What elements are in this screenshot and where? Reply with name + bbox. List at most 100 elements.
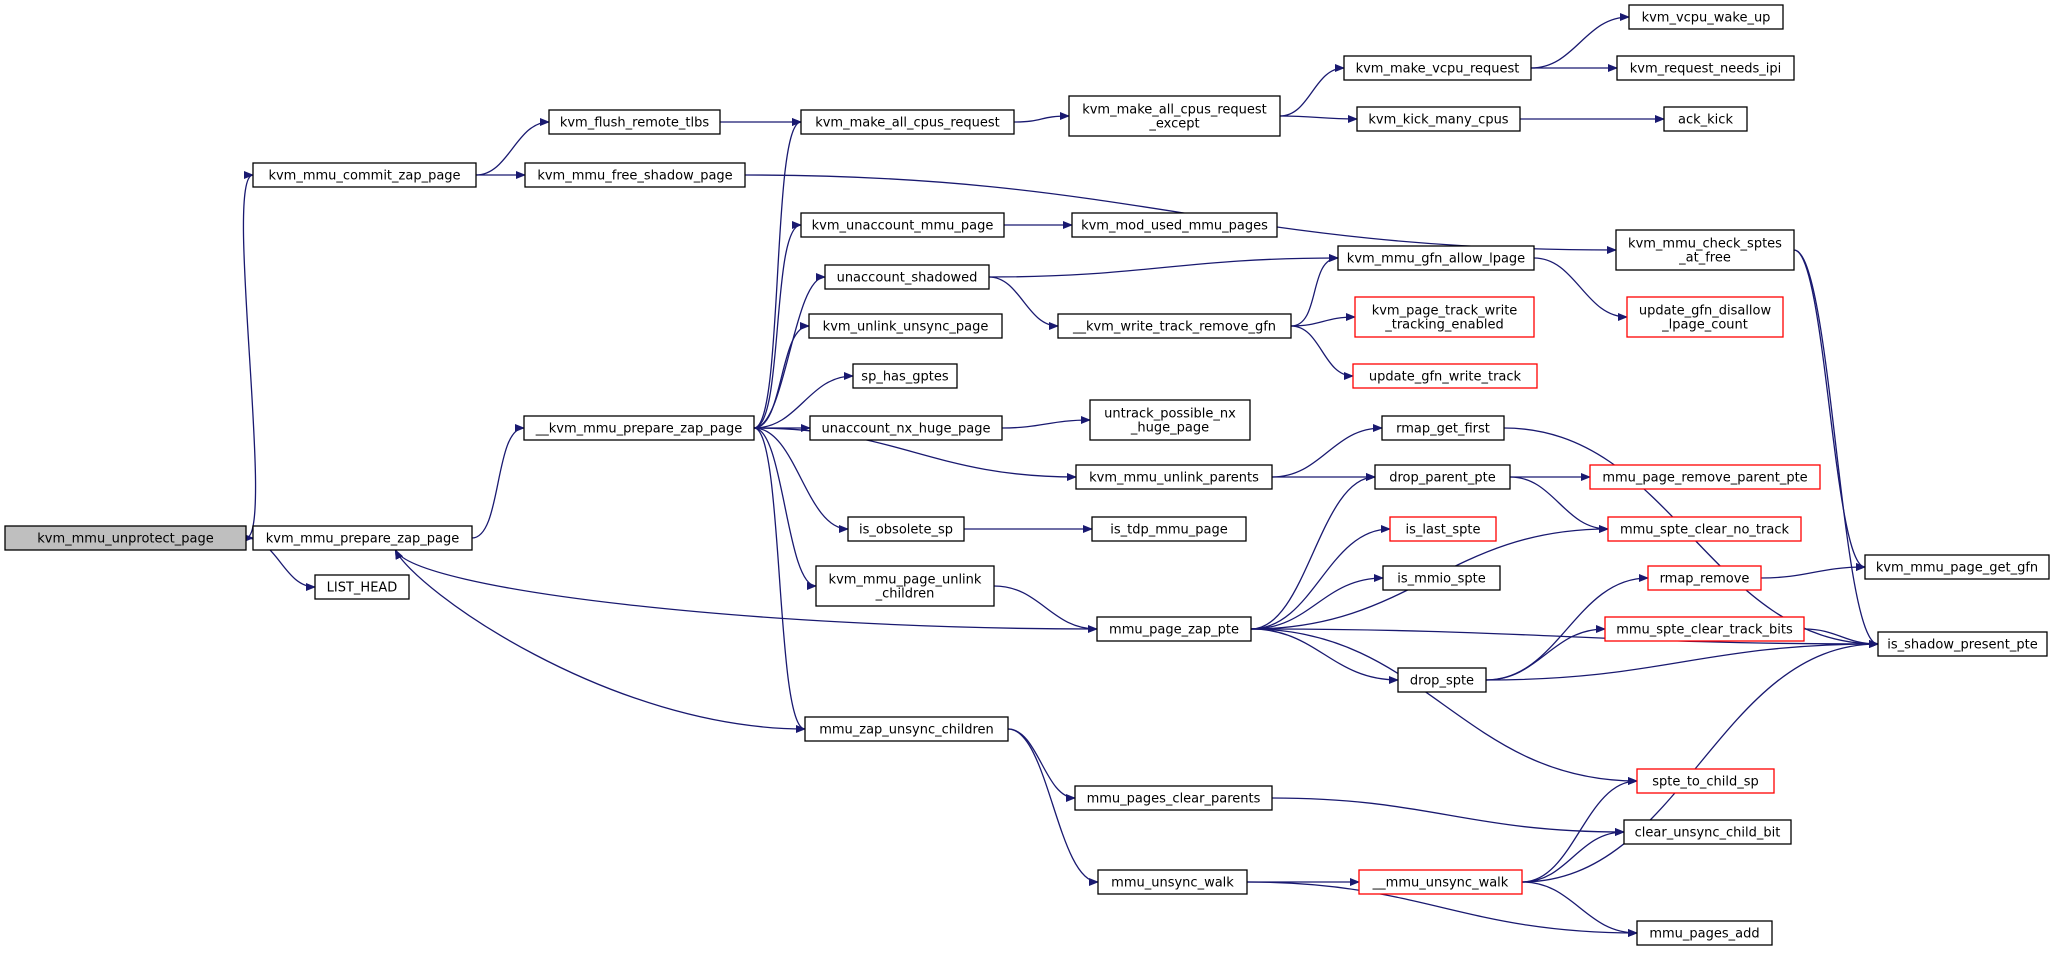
edge-mmu_zap_unsync-to-pages_clear_parents <box>1007 728 1076 802</box>
node-check-sptes[interactable]: kvm_mmu_check_sptes_at_free <box>1615 229 1795 271</box>
edge-arrow <box>1250 473 1376 630</box>
node-commit-zap[interactable]: kvm_mmu_commit_zap_page <box>252 162 477 188</box>
node-spte-to-child[interactable]: spte_to_child_sp <box>1636 768 1775 794</box>
node-zap-pte[interactable]: mmu_page_zap_pte <box>1096 616 1252 642</box>
edge-write_track_remove-to-allow_lpage <box>1290 254 1339 327</box>
node-make-vcpu-req[interactable]: kvm_make_vcpu_request <box>1343 55 1532 81</box>
node-update-write-track[interactable]: update_gfn_write_track <box>1352 363 1538 389</box>
node-unsync-walk[interactable]: mmu_unsync_walk <box>1097 869 1248 895</box>
edge-arrow <box>1271 797 1625 836</box>
node-pages-clear-parents[interactable]: mmu_pages_clear_parents <box>1074 785 1273 811</box>
edge-uu_prepare_zap-to-unlink_parents <box>753 427 1077 481</box>
node-ack-kick[interactable]: ack_kick <box>1663 106 1748 132</box>
node-box <box>1381 415 1505 441</box>
node-make-all-req[interactable]: kvm_make_all_cpus_request <box>800 109 1015 135</box>
node-allow-lpage[interactable]: kvm_mmu_gfn_allow_lpage <box>1337 245 1535 271</box>
node-label: kvm_page_track_write <box>1372 304 1518 319</box>
edge-arrow <box>753 427 817 590</box>
node-is-obsolete[interactable]: is_obsolete_sp <box>847 516 965 542</box>
node-uu-prepare-zap[interactable]: __kvm_mmu_prepare_zap_page <box>523 415 755 441</box>
node-is-tdp[interactable]: is_tdp_mmu_page <box>1091 516 1247 542</box>
edge-zap_pte-to-is_last_spte <box>1250 525 1391 630</box>
node-list-head[interactable]: LIST_HEAD <box>314 574 410 600</box>
node-box <box>815 565 995 607</box>
node-vcpu-wake-up[interactable]: kvm_vcpu_wake_up <box>1628 4 1784 30</box>
edge-drop_spte-to-clear_track_bits <box>1485 625 1606 681</box>
node-free-shadow[interactable]: kvm_mmu_free_shadow_page <box>524 162 746 188</box>
node-box <box>1607 516 1802 542</box>
node-flush-tlbs[interactable]: kvm_flush_remote_tlbs <box>548 109 721 135</box>
edge-drop_parent_pte-to-clear_no_track <box>1509 476 1609 533</box>
node-clear-no-track[interactable]: mmu_spte_clear_no_track <box>1607 516 1802 542</box>
node-update-disallow[interactable]: update_gfn_disallow_lpage_count <box>1626 296 1784 338</box>
node-box <box>1636 768 1775 794</box>
node-prepare-zap[interactable]: kvm_mmu_prepare_zap_page <box>252 525 473 551</box>
node-drop-spte[interactable]: drop_spte <box>1397 667 1487 693</box>
edge-uu_unsync_walk-to-clear_unsync_child <box>1521 828 1625 883</box>
edge-commit_zap-to-flush_tlbs <box>475 118 550 176</box>
node-label: unaccount_nx_huge_page <box>822 422 991 437</box>
node-label: is_mmio_spte <box>1397 572 1485 587</box>
edge-arrow <box>1793 249 1866 571</box>
node-track-write-enabled[interactable]: kvm_page_track_write_tracking_enabled <box>1354 296 1535 338</box>
node-untrack-nx[interactable]: untrack_possible_nx_huge_page <box>1089 399 1251 441</box>
node-needs-ipi[interactable]: kvm_request_needs_ipi <box>1616 55 1795 81</box>
node-get-gfn[interactable]: kvm_mmu_page_get_gfn <box>1864 554 2050 580</box>
node-rmap-get-first[interactable]: rmap_get_first <box>1381 415 1505 441</box>
edge-write_track_remove-to-track_write_enabled <box>1290 313 1356 327</box>
node-unlink-unsync[interactable]: kvm_unlink_unsync_page <box>808 313 1003 339</box>
edge-unaccount_shadowed-to-write_track_remove <box>988 276 1059 330</box>
node-mod-used[interactable]: kvm_mod_used_mmu_pages <box>1071 212 1278 238</box>
node-write-track-remove[interactable]: __kvm_write_track_remove_gfn <box>1057 313 1292 339</box>
node-unaccount-nx[interactable]: unaccount_nx_huge_page <box>809 415 1003 441</box>
node-box <box>1616 55 1795 81</box>
node-box <box>252 162 477 188</box>
node-label: kvm_request_needs_ipi <box>1630 62 1782 77</box>
node-is-shadow-present[interactable]: is_shadow_present_pte <box>1877 631 2048 657</box>
node-clear-track-bits[interactable]: mmu_spte_clear_track_bits <box>1604 616 1805 642</box>
node-box <box>824 264 990 290</box>
node-box <box>1075 464 1273 490</box>
node-box <box>524 162 746 188</box>
node-box <box>1864 554 2050 580</box>
node-mmu-zap-unsync[interactable]: mmu_zap_unsync_children <box>804 716 1009 742</box>
node-is-last-spte[interactable]: is_last_spte <box>1389 516 1497 542</box>
node-unaccount-mmu[interactable]: kvm_unaccount_mmu_page <box>800 212 1005 238</box>
node-box <box>1663 106 1748 132</box>
edges <box>242 13 1879 937</box>
node-rmap-remove[interactable]: rmap_remove <box>1647 565 1762 591</box>
edge-arrow <box>1521 881 1638 937</box>
node-box <box>1604 616 1805 642</box>
node-unprotect[interactable]: kvm_mmu_unprotect_page <box>4 525 247 551</box>
edge-make_vcpu_req-to-vcpu_wake_up <box>1530 13 1630 69</box>
node-is-mmio-spte[interactable]: is_mmio_spte <box>1382 565 1501 591</box>
node-box <box>804 716 1009 742</box>
edge-uu_prepare_zap-to-unaccount_shadowed <box>753 273 826 429</box>
node-box <box>809 415 1003 441</box>
node-box <box>1397 667 1487 693</box>
node-make-all-except[interactable]: kvm_make_all_cpus_request_except <box>1068 95 1281 137</box>
node-remove-parent-pte[interactable]: mmu_page_remove_parent_pte <box>1589 464 1821 490</box>
node-sp-has-gptes[interactable]: sp_has_gptes <box>852 363 958 389</box>
node-pages-add[interactable]: mmu_pages_add <box>1636 920 1773 946</box>
node-label: clear_unsync_child_bit <box>1635 826 1781 841</box>
node-box <box>847 516 965 542</box>
node-label: is_tdp_mmu_page <box>1110 523 1228 538</box>
node-box <box>523 415 755 441</box>
node-uu-unsync-walk[interactable]: __mmu_unsync_walk <box>1358 869 1523 895</box>
node-box <box>1628 4 1784 30</box>
node-unaccount-shadowed[interactable]: unaccount_shadowed <box>824 264 990 290</box>
node-unlink-parents[interactable]: kvm_mmu_unlink_parents <box>1075 464 1273 490</box>
node-label: mmu_spte_clear_no_track <box>1620 523 1790 538</box>
node-box <box>1097 869 1248 895</box>
edge-uu_prepare_zap-to-unlink_children <box>753 427 817 590</box>
node-kick-many[interactable]: kvm_kick_many_cpus <box>1356 106 1521 132</box>
node-label: kvm_vcpu_wake_up <box>1642 11 1771 26</box>
node-clear-unsync-child[interactable]: clear_unsync_child_bit <box>1623 819 1792 845</box>
node-drop-parent-pte[interactable]: drop_parent_pte <box>1374 464 1511 490</box>
node-unlink-children[interactable]: kvm_mmu_page_unlink_children <box>815 565 995 607</box>
node-label: __mmu_unsync_walk <box>1372 876 1509 891</box>
node-label: kvm_mmu_check_sptes <box>1628 237 1782 252</box>
edge-unprotect-to-commit_zap <box>242 171 257 539</box>
node-label: kvm_make_all_cpus_request <box>815 116 1000 131</box>
